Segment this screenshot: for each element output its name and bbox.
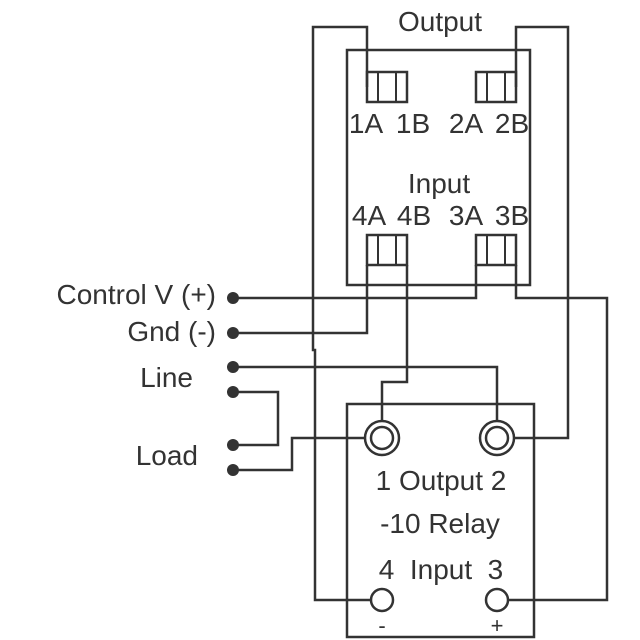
node-load-2 <box>227 464 239 476</box>
node-line-1 <box>227 361 239 373</box>
node-line-2 <box>227 386 239 398</box>
top-module-body <box>345 48 532 287</box>
node-control-v <box>227 292 239 304</box>
output-terminal-2 <box>478 419 516 457</box>
wire-2b-to-output-2 <box>514 25 570 440</box>
terminal-block-3 <box>474 233 518 267</box>
relay-output-label: 1 Output 2 <box>376 465 507 496</box>
terminal-label-1a: 1A <box>349 108 384 139</box>
node-gnd <box>227 327 239 339</box>
relay-name-label: -10 Relay <box>380 508 500 539</box>
terminal-label-3b: 3B <box>495 200 529 231</box>
input-terminal-4 <box>369 587 395 613</box>
plus-sign: + <box>491 613 504 638</box>
top-input-label: Input <box>408 168 470 199</box>
terminal-label-2b: 2B <box>495 108 529 139</box>
wire-control-v-to-3a <box>233 265 478 300</box>
wire-4b-to-output-1 <box>380 265 409 421</box>
terminal-label-4b: 4B <box>397 200 431 231</box>
terminal-block-2 <box>474 70 518 104</box>
relay-body <box>345 402 536 639</box>
wire-1a-to-input-4 <box>311 25 371 602</box>
wire-load-to-output-1 <box>233 436 365 472</box>
load-label: Load <box>136 440 198 471</box>
wire-3b-to-input-3 <box>508 265 609 602</box>
wire-line-load-jumper <box>233 390 280 447</box>
terminal-label-3a: 3A <box>449 200 484 231</box>
terminal-block-4 <box>365 233 409 267</box>
minus-sign: - <box>378 613 385 638</box>
gnd-label: Gnd (-) <box>127 316 216 347</box>
wire-line-to-output-2 <box>233 365 499 421</box>
wire-gnd-to-4a <box>233 265 369 335</box>
terminal-label-4a: 4A <box>352 200 387 231</box>
terminal-label-1b: 1B <box>396 108 430 139</box>
terminal-block-1 <box>365 70 409 104</box>
input-terminal-3 <box>484 587 510 613</box>
line-label: Line <box>140 362 193 393</box>
output-terminal-1 <box>363 419 401 457</box>
top-output-label: Output <box>398 6 482 37</box>
node-load-1 <box>227 439 239 451</box>
terminal-label-2a: 2A <box>449 108 484 139</box>
control-v-label: Control V (+) <box>57 279 217 310</box>
relay-input-label: 4 Input 3 <box>379 554 504 585</box>
